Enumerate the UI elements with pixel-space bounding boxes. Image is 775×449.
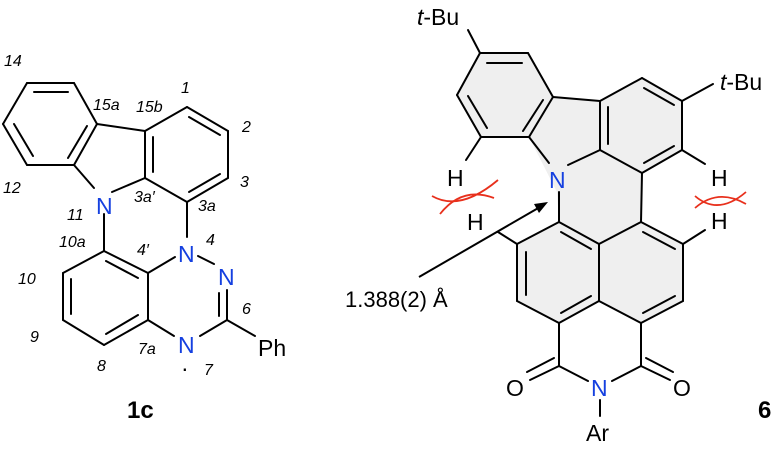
locant-3a: 3a — [198, 198, 216, 215]
1c-radical-dot: · — [181, 355, 189, 381]
compound-6: N N O O Ar t-Bu t-Bu H H H H 1.388(2) Å … — [345, 4, 771, 446]
6-carbazole-N-atom: N — [549, 167, 566, 193]
steric-clash-marker-right — [694, 191, 747, 209]
locant-15a: 15a — [93, 97, 120, 114]
locant-1: 1 — [181, 80, 190, 97]
6-aryl-substituent: Ar — [586, 420, 609, 446]
locant-4: 4 — [206, 232, 215, 249]
locant-11: 11 — [67, 207, 84, 224]
compound-label-1c: 1c — [127, 397, 154, 424]
locant-7: 7 — [204, 362, 214, 379]
1c-pyrrole-ring — [73, 123, 154, 193]
compound-label-6: 6 — [758, 397, 771, 424]
1c-N4-atom: N — [178, 241, 195, 267]
6-H-carbazole-right: H — [711, 165, 728, 191]
bond-length-arrow — [418, 202, 548, 278]
compound-1c: N N N N Ph · 14 1 2 3 15a 15b 12 11 3a′ … — [2, 53, 286, 424]
1c-N11-atom: N — [96, 193, 113, 219]
1c-phenyl-substituent: Ph — [258, 335, 286, 361]
locant-8: 8 — [97, 358, 106, 375]
locant-3a-prime: 3a′ — [134, 189, 156, 206]
6-imide-ring — [526, 322, 674, 417]
6-carbazole-five-ring — [528, 96, 609, 166]
locant-3: 3 — [240, 174, 249, 191]
6-H-carbazole-left: H — [447, 165, 464, 191]
locant-15b: 15b — [136, 99, 163, 116]
6-tbu-right: t-Bu — [720, 69, 762, 95]
1c-N7-atom: N — [178, 332, 195, 358]
1c-left-benzene-ring — [2, 82, 98, 166]
locant-7a: 7a — [138, 341, 156, 358]
locant-14: 14 — [4, 53, 22, 70]
steric-clash-marker-left — [431, 179, 499, 215]
1c-lower-benzene-ring — [62, 250, 149, 346]
1c-right-benzene-ring — [144, 106, 229, 238]
locant-6: 6 — [242, 301, 251, 318]
6-tbu-left: t-Bu — [417, 4, 459, 30]
locant-10a: 10a — [59, 234, 86, 251]
locant-4-prime: 4′ — [137, 242, 150, 259]
1c-N5-atom: N — [218, 264, 235, 290]
6-carbonyl-O-right: O — [673, 375, 691, 401]
locant-10: 10 — [18, 271, 36, 288]
6-carbonyl-O-left: O — [506, 375, 524, 401]
locant-2: 2 — [241, 119, 251, 136]
6-carbazole-left-ring — [456, 29, 554, 161]
locant-9: 9 — [30, 329, 39, 346]
6-shaded-core — [457, 53, 683, 323]
6-carbazole-right-ring — [599, 77, 714, 223]
1c-triazinyl-ring — [147, 255, 256, 337]
6-H-naphthalene-right: H — [711, 208, 728, 234]
locant-12: 12 — [3, 180, 21, 197]
6-H-naphthalene-left: H — [467, 209, 484, 235]
bond-length-annotation: 1.388(2) Å — [345, 287, 448, 312]
6-naphthalene-core — [497, 221, 706, 324]
6-imide-N-atom: N — [591, 375, 608, 401]
